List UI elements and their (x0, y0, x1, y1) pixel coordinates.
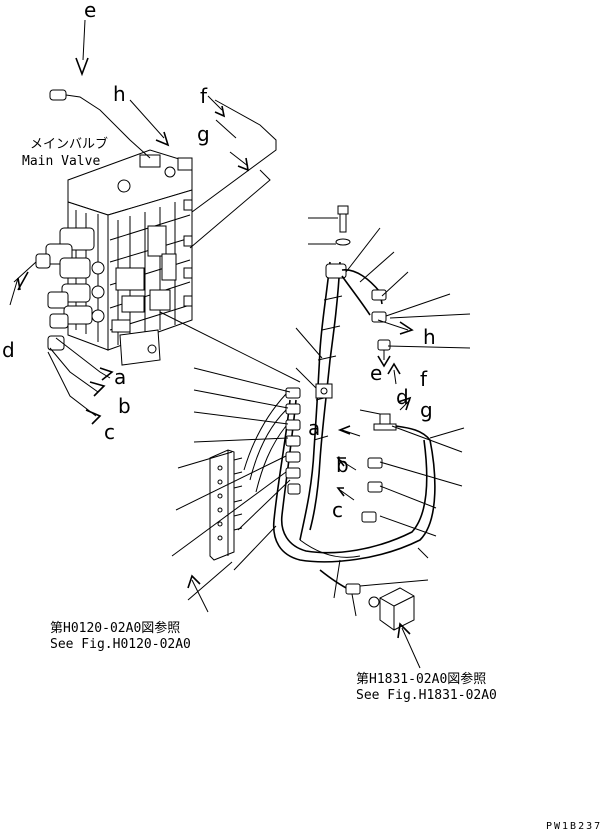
valve-leader-lines (9, 19, 277, 425)
fitting-column (243, 387, 301, 495)
valve-fittings (35, 227, 105, 351)
callout-e-right: e (370, 361, 383, 385)
callout-f-top: f (200, 84, 208, 108)
callout-h-right: h (423, 325, 436, 349)
main-valve-assembly (35, 89, 193, 366)
callout-a-left: a (114, 365, 127, 389)
callout-c-left: c (104, 420, 115, 444)
see-fig-left-jp: 第H0120-02A0図参照 (50, 621, 181, 636)
main-valve-label-en: Main Valve (22, 154, 101, 169)
callout-g-top: g (197, 122, 210, 146)
callout-g-right: g (420, 398, 433, 422)
valve-to-block-line (159, 311, 301, 383)
callout-d-right: d (396, 385, 409, 409)
callout-f-right: f (420, 367, 428, 391)
callout-e-top: e (84, 0, 97, 22)
callout-c-right: c (332, 498, 343, 522)
callout-h-top: h (113, 82, 126, 106)
main-valve-label-jp: メインバルブ (30, 137, 109, 152)
see-fig-left-en: See Fig.H0120-02A0 (50, 637, 191, 652)
callout-d-left: d (2, 338, 15, 362)
callout-b-left: b (118, 394, 131, 418)
callout-a-right: a (308, 416, 321, 440)
assembly-leader-lines (171, 227, 471, 669)
pipe-assembly (209, 205, 436, 631)
callout-b-right: b (336, 453, 349, 477)
see-fig-right-en: See Fig.H1831-02A0 (356, 688, 497, 703)
drawing-code: PW1B237 (546, 821, 603, 832)
see-fig-right-jp: 第H1831-02A0図参照 (356, 672, 487, 687)
